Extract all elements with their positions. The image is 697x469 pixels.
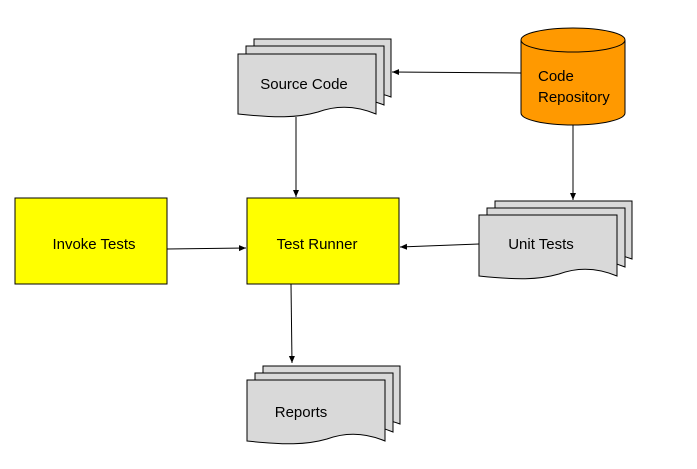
arrow-unit-tests-to-test-runner (399, 243, 480, 250)
arrow-repository-to-source-code (391, 69, 522, 76)
unit-tests-label: Unit Tests (508, 236, 574, 253)
reports-node: Reports (246, 365, 401, 445)
invoke-tests-label: Invoke Tests (52, 236, 135, 253)
arrow-test-runner-to-reports (288, 283, 295, 364)
test-runner-node: Test Runner (246, 197, 400, 285)
code-repository-label-line2: Repository (538, 89, 610, 106)
unit-tests-node: Unit Tests (478, 200, 633, 280)
code-repository-label-line1: Code (538, 68, 574, 85)
source-code-label: Source Code (260, 76, 348, 93)
invoke-tests-node: Invoke Tests (14, 197, 168, 285)
unit-tests-doc-front (478, 214, 618, 280)
invoke-tests-box (14, 197, 168, 285)
reports-doc-front (246, 379, 386, 445)
source-code-node: Source Code (237, 38, 392, 118)
code-repository-node: Code Repository (520, 27, 626, 126)
reports-label: Reports (275, 404, 328, 421)
source-code-doc-front (237, 53, 377, 118)
code-repository-top (520, 27, 626, 53)
arrow-invoke-tests-to-test-runner (166, 245, 247, 252)
test-runner-box (246, 197, 400, 285)
test-runner-label: Test Runner (277, 236, 358, 253)
